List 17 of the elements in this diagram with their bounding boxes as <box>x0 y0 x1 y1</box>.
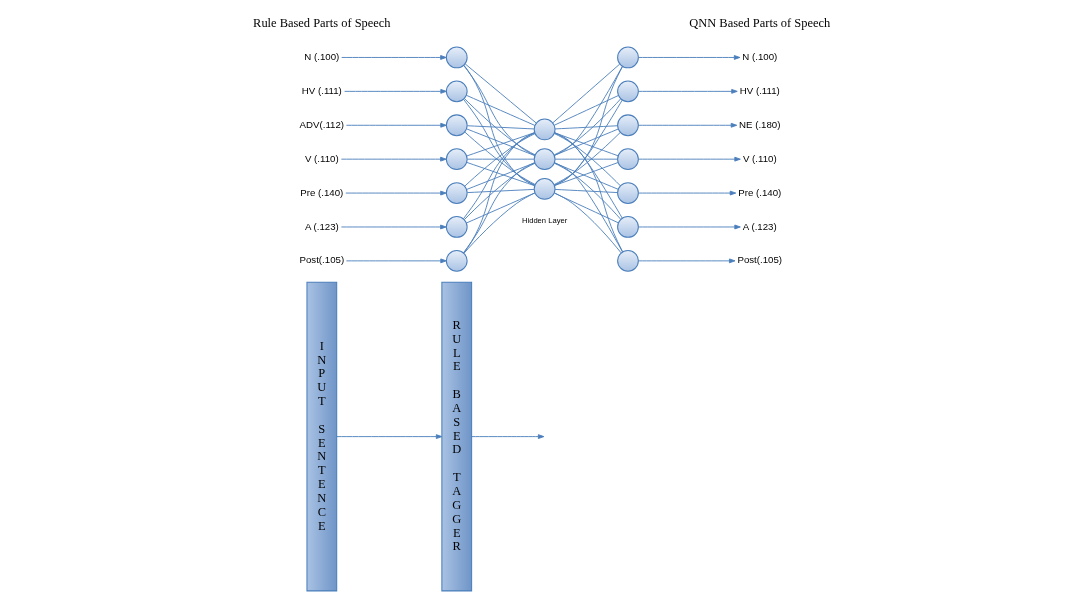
node-text: ADV(.112) <box>299 118 344 130</box>
label: Rule Based Parts of Speech <box>252 15 391 30</box>
node-text: Post(.105) <box>736 254 782 266</box>
node-text: V (.110) <box>304 152 339 164</box>
node-text: HV (.111) <box>739 84 780 96</box>
label: QNN Based Parts of Speech <box>688 15 830 30</box>
node-text: Post(.105) <box>299 254 344 266</box>
node-text: HV (.111) <box>301 84 342 96</box>
node-text: N (.100) <box>303 51 339 63</box>
node-text: A (.123) <box>304 220 339 232</box>
label: Hidden Layer <box>521 215 567 225</box>
node-text: A (.123) <box>742 220 777 232</box>
node-text: Pre (.140) <box>299 186 343 198</box>
node-text: V (.110) <box>742 152 777 164</box>
node-text: N (.100) <box>741 51 777 63</box>
node-text: NE (.180) <box>738 118 780 130</box>
node-text: Pre (.140) <box>737 186 781 198</box>
